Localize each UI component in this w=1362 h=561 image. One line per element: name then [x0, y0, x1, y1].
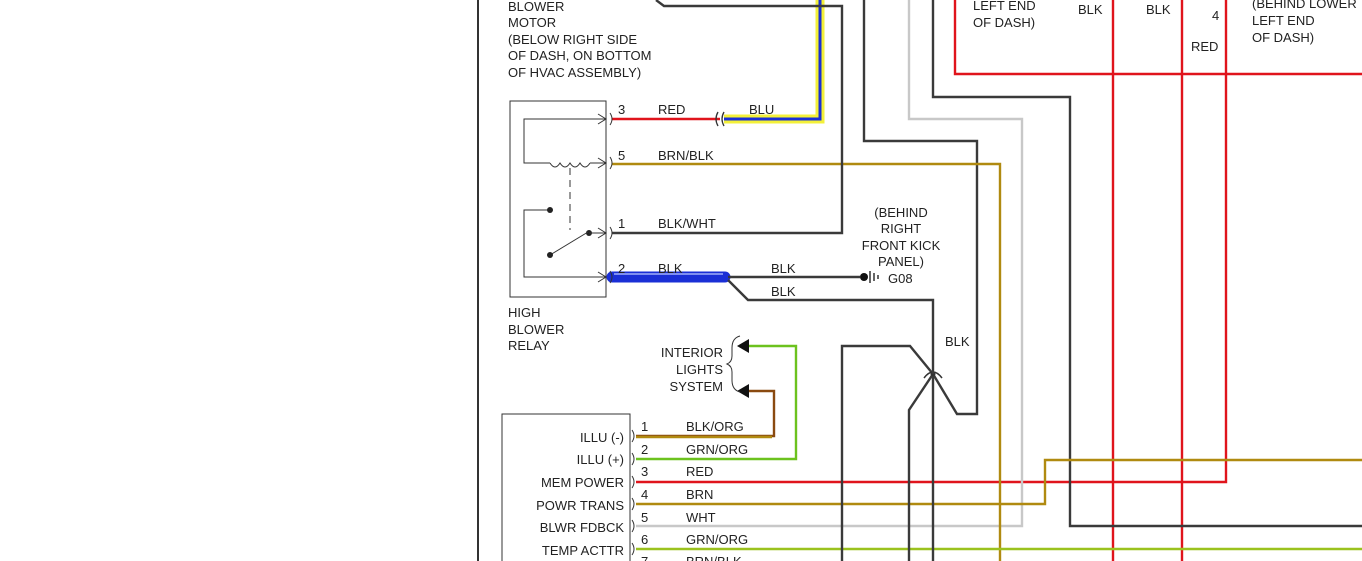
svg-text:OF DASH): OF DASH) — [1252, 30, 1314, 45]
svg-text:4: 4 — [641, 487, 648, 502]
svg-text:WHT: WHT — [686, 510, 716, 525]
svg-text:5: 5 — [618, 148, 625, 163]
relay-label: HIGH BLOWER RELAY — [508, 305, 564, 353]
svg-text:2: 2 — [618, 261, 625, 276]
svg-text:5: 5 — [641, 510, 648, 525]
module-pin-labels: ILLU (-) 1 BLK/ORG ILLU (+) 2 GRN/ORG ME… — [536, 419, 748, 561]
svg-text:POWR TRANS: POWR TRANS — [536, 498, 624, 513]
blower-motor-label: BLOWER MOTOR (BELOW RIGHT SIDE OF DASH, … — [508, 0, 652, 80]
svg-text:MEM POWER: MEM POWER — [541, 475, 624, 490]
svg-text:1: 1 — [618, 216, 625, 231]
svg-text:6: 6 — [641, 532, 648, 547]
svg-text:OF DASH, ON BOTTOM: OF DASH, ON BOTTOM — [508, 48, 652, 63]
svg-text:BLK/ORG: BLK/ORG — [686, 419, 744, 434]
svg-text:7: 7 — [641, 554, 648, 561]
top-right-labels: LEFT END OF DASH) BLK BLK 4 RED (BEHIND … — [973, 0, 1357, 54]
high-blower-relay — [509, 100, 613, 298]
svg-text:4: 4 — [1212, 8, 1219, 23]
svg-text:MOTOR: MOTOR — [508, 15, 556, 30]
svg-text:BRN/BLK: BRN/BLK — [658, 148, 714, 163]
svg-text:FRONT KICK: FRONT KICK — [862, 238, 941, 253]
svg-text:LIGHTS: LIGHTS — [676, 362, 723, 377]
svg-text:BRN: BRN — [686, 487, 713, 502]
svg-text:ILLU (-): ILLU (-) — [580, 430, 624, 445]
relay-wiring — [606, 0, 935, 374]
svg-text:(BEHIND LOWER: (BEHIND LOWER — [1252, 0, 1357, 11]
svg-text:BLOWER: BLOWER — [508, 322, 564, 337]
ground-location-label: (BEHIND RIGHT FRONT KICK PANEL) G08 BLK — [862, 205, 970, 349]
interior-lights-label: INTERIOR LIGHTS SYSTEM — [661, 345, 723, 394]
svg-text:SYSTEM: SYSTEM — [670, 379, 723, 394]
svg-text:1: 1 — [641, 419, 648, 434]
svg-text:BLK: BLK — [1078, 2, 1103, 17]
svg-text:OF HVAC ASSEMBLY): OF HVAC ASSEMBLY) — [508, 65, 641, 80]
svg-text:BLK/WHT: BLK/WHT — [658, 216, 716, 231]
svg-text:LEFT END: LEFT END — [1252, 13, 1315, 28]
svg-text:RELAY: RELAY — [508, 338, 550, 353]
control-module — [501, 413, 635, 561]
interior-lights-wiring — [636, 335, 798, 461]
svg-text:BLWR FDBCK: BLWR FDBCK — [540, 520, 625, 535]
svg-text:3: 3 — [641, 464, 648, 479]
svg-text:INTERIOR: INTERIOR — [661, 345, 723, 360]
svg-text:RED: RED — [1191, 39, 1218, 54]
svg-text:BLK: BLK — [658, 261, 683, 276]
svg-text:RIGHT: RIGHT — [881, 221, 922, 236]
svg-text:2: 2 — [641, 442, 648, 457]
right-wiring — [612, 0, 1362, 561]
svg-text:BLK: BLK — [945, 334, 970, 349]
svg-text:BLU: BLU — [749, 102, 774, 117]
svg-text:(BELOW RIGHT SIDE: (BELOW RIGHT SIDE — [508, 32, 637, 47]
relay-pin-labels: 3 RED BLU 5 BRN/BLK 1 BLK/WHT 2 BLK BLK … — [618, 102, 796, 299]
svg-text:GRN/ORG: GRN/ORG — [686, 442, 748, 457]
svg-text:PANEL): PANEL) — [878, 254, 924, 269]
svg-text:RED: RED — [658, 102, 685, 117]
svg-text:BLOWER: BLOWER — [508, 0, 564, 14]
svg-text:BRN/BLK: BRN/BLK — [686, 554, 742, 561]
svg-text:LEFT END: LEFT END — [973, 0, 1036, 13]
svg-text:3: 3 — [618, 102, 625, 117]
svg-text:HIGH: HIGH — [508, 305, 541, 320]
svg-text:BLK: BLK — [771, 261, 796, 276]
svg-text:BLK: BLK — [1146, 2, 1171, 17]
svg-text:ILLU (+): ILLU (+) — [577, 452, 624, 467]
svg-text:TEMP ACTTR: TEMP ACTTR — [542, 543, 624, 558]
svg-text:G08: G08 — [888, 271, 913, 286]
svg-text:GRN/ORG: GRN/ORG — [686, 532, 748, 547]
svg-text:(BEHIND: (BEHIND — [874, 205, 927, 220]
svg-text:RED: RED — [686, 464, 713, 479]
svg-text:BLK: BLK — [771, 284, 796, 299]
svg-text:OF DASH): OF DASH) — [973, 15, 1035, 30]
